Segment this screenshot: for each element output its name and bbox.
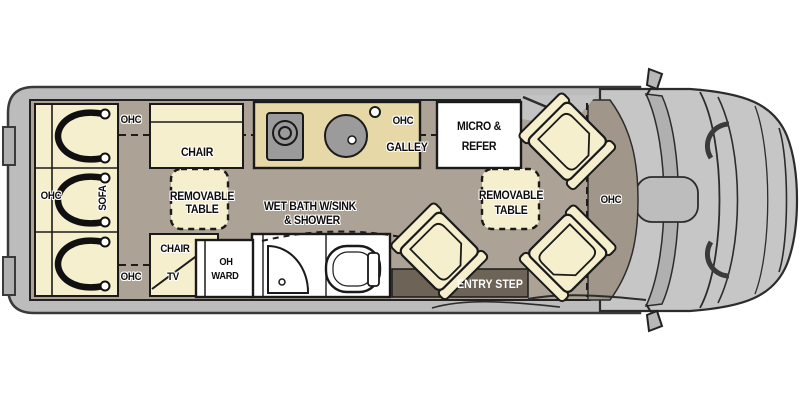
sliding-door-track-line [431, 300, 561, 309]
chair-front [149, 103, 244, 169]
side-mirror-top [645, 67, 664, 91]
label-oh-ward-line1: OH [219, 256, 233, 268]
label-micro-refer-line2: REFER [461, 139, 497, 153]
label-removable-table-right-line2: TABLE [494, 203, 528, 217]
label-wet-bath-line1: WET BATH W/SINK [263, 199, 357, 213]
seatbelt [54, 172, 111, 228]
hood-crease-line [754, 105, 769, 295]
label-entry-step: ENTRY STEP [457, 277, 523, 291]
hood-crease-line [717, 96, 739, 304]
galley-counter [252, 100, 422, 170]
label-micro-refer-line1: MICRO & [457, 119, 501, 133]
side-mirror-top-arm [645, 87, 652, 97]
galley-sink [324, 114, 368, 158]
seatbelt [54, 236, 111, 292]
oh-wardrobe [194, 238, 255, 299]
sofa [34, 103, 119, 297]
rear-door-tab [2, 256, 16, 296]
shower-pan [267, 244, 310, 294]
side-mirror-bottom [645, 309, 664, 333]
side-mirror-bottom-arm [645, 303, 652, 313]
label-removable-table-left-line2: TABLE [185, 202, 219, 216]
sliding-door-track-line [527, 294, 647, 301]
label-wet-bath-line2: & SHOWER [284, 213, 340, 227]
dashboard-band [644, 93, 680, 307]
stove [266, 112, 304, 161]
label-chair-mid: CHAIR [160, 243, 190, 255]
label-chair-front: CHAIR [180, 145, 214, 159]
center-console [635, 176, 699, 223]
micro-refer-cabinet [435, 100, 523, 170]
label-ohc-cab: OHC [600, 194, 622, 206]
rear-door-tab [2, 126, 16, 166]
wet-bath [250, 230, 429, 299]
label-galley-ohc: OHC [392, 115, 414, 127]
toilet [324, 244, 382, 294]
shower-drain [278, 278, 286, 286]
cab [598, 67, 799, 333]
swivel-seat-driver [518, 204, 617, 303]
label-oh-ward-line2: WARD [211, 270, 239, 282]
swivel-seat-passenger [518, 92, 617, 191]
label-galley: GALLEY [386, 140, 428, 154]
label-removable-table-left-line1: REMOVABLE [169, 189, 235, 203]
headlight-left [704, 121, 730, 160]
removable-table-right [480, 167, 541, 231]
label-ohc-rear-top: OHC [120, 114, 142, 126]
removable-table-left [169, 167, 230, 231]
seatbelt [54, 108, 111, 164]
faucet [369, 106, 381, 118]
label-ohc-rear-left: OHC [40, 190, 62, 202]
label-tv: TV [167, 271, 179, 283]
swivel-seat-lounge [390, 202, 489, 301]
label-removable-table-right-line1: REMOVABLE [478, 188, 544, 202]
headlight-right [704, 240, 730, 279]
windshield-line [699, 91, 721, 309]
label-ohc-rear-bottom: OHC [120, 271, 142, 283]
front-bumper-line [778, 127, 788, 273]
label-sofa: SOFA [97, 185, 109, 211]
